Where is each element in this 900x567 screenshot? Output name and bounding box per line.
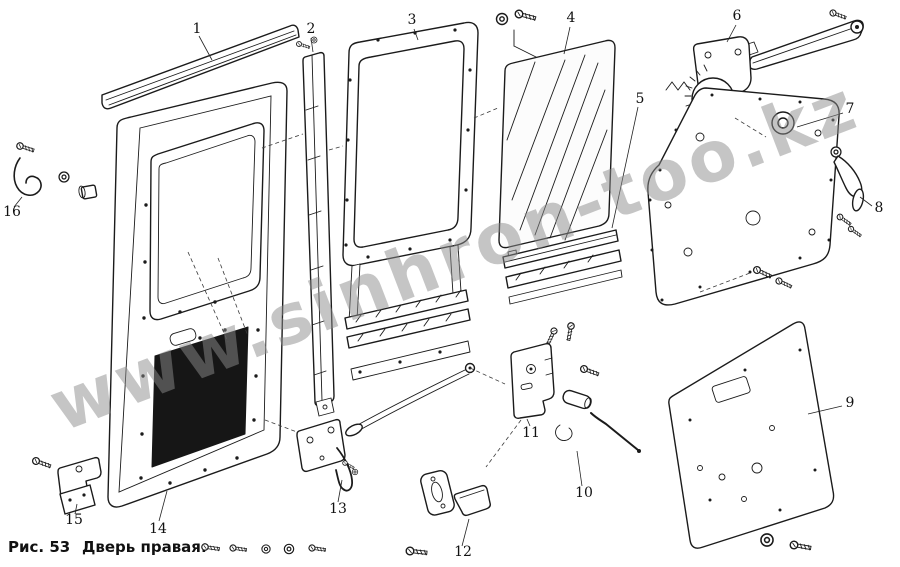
assembly-guide-lines	[187, 107, 767, 468]
callout-15: 15	[65, 512, 83, 528]
remote-handle	[296, 418, 359, 492]
glass-channel	[502, 229, 623, 305]
callout-3: 3	[408, 12, 417, 28]
screw-icon	[835, 212, 853, 228]
callout-6: 6	[733, 8, 742, 24]
lock-cylinder-rod	[555, 389, 641, 453]
frame-rivet-holes	[344, 28, 472, 259]
washer-icon	[261, 544, 271, 554]
bottom-right-fasteners	[760, 533, 813, 553]
upper-seal-strip	[101, 24, 300, 110]
screw-icon	[513, 8, 538, 23]
glass-run-strip	[295, 36, 335, 417]
window-frame	[342, 21, 479, 381]
door-handle-recess	[169, 328, 197, 346]
screw-icon	[788, 539, 813, 553]
callout-11: 11	[522, 425, 540, 441]
regulator-spring	[665, 81, 691, 91]
callouts: 1 2 3 4 5 6 7 8 9 10 11 12 13 14 15 16	[3, 8, 883, 560]
callout-16: 16	[3, 204, 21, 220]
door-glass	[498, 39, 616, 249]
bolt-icon	[15, 141, 36, 155]
washer-icon	[495, 12, 509, 26]
inner-panel	[647, 87, 840, 306]
door-rivet-holes	[139, 203, 260, 485]
screw-icon	[846, 224, 863, 239]
figure-label: Рис. 53	[8, 538, 70, 556]
washer-icon	[283, 543, 295, 555]
door-panel	[107, 81, 288, 508]
callout-9: 9	[846, 395, 855, 411]
retainer-clip	[555, 424, 573, 441]
panel-rivet-holes	[648, 93, 835, 302]
callout-7: 7	[846, 101, 855, 117]
door-handle	[830, 146, 865, 239]
figure-caption: Рис. 53 Дверь правая.	[8, 538, 429, 558]
screw-icon	[544, 326, 559, 346]
callout-12: 12	[454, 544, 472, 560]
screw-icon	[405, 546, 429, 558]
screw-icon	[295, 40, 311, 51]
callout-4: 4	[567, 10, 576, 26]
fastener-reference-icons	[495, 8, 538, 58]
callout-1: 1	[193, 21, 202, 37]
trim-panel	[668, 321, 835, 549]
screw-icon	[229, 544, 248, 554]
callout-2: 2	[307, 21, 316, 37]
callout-8: 8	[875, 200, 884, 216]
screw-icon	[774, 276, 794, 291]
trim-pocket	[711, 376, 751, 403]
screw-icon	[828, 8, 848, 22]
washer-icon	[351, 468, 359, 476]
door-inner-pocket	[151, 326, 249, 468]
striker	[420, 470, 491, 517]
screw-icon	[564, 321, 576, 342]
callout-10: 10	[575, 485, 593, 501]
lock-rod	[590, 412, 639, 451]
screw-icon	[308, 544, 327, 554]
callout-14: 14	[149, 521, 167, 537]
door-lock	[510, 321, 601, 419]
callout-5: 5	[636, 91, 645, 107]
check-hook	[13, 141, 98, 200]
bolt-icon	[30, 455, 53, 471]
door-hinges	[30, 455, 102, 515]
bushing-icon	[58, 171, 70, 183]
figure-title: Дверь правая.	[82, 538, 207, 556]
bolt-icon	[578, 363, 601, 379]
callout-13: 13	[329, 501, 347, 517]
washer-icon	[760, 533, 774, 547]
